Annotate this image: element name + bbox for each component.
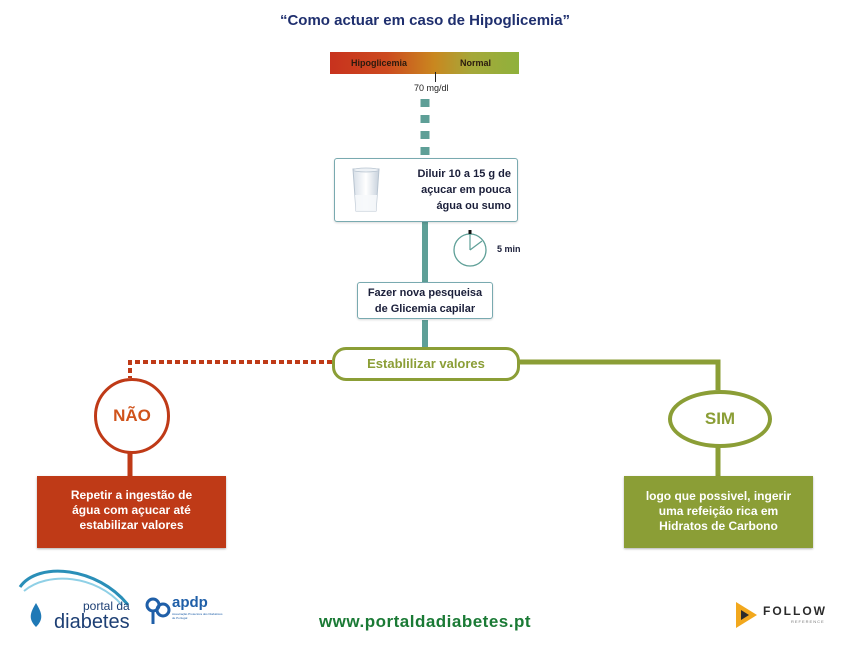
portal-da-diabetes-logo: portal da diabetes [18,565,143,635]
yes-result-box: logo que possivel, ingerir uma refeição … [624,476,813,548]
yes-circle: SIM [668,390,772,448]
scale-threshold-tick [435,72,436,82]
apdp-logo-text: apdp [172,594,208,611]
portal-logo-line-1: portal da [83,599,130,613]
glass-of-water-icon [352,167,380,212]
no-circle: NÃO [94,378,170,454]
step-dilute-line-1: Diluir 10 a 15 g de [417,168,511,180]
website-url[interactable]: www.portaldadiabetes.pt [318,612,532,631]
follow-logo: FOLLOW REFERENCE [733,600,833,632]
decision-stabilize-values: Establilizar valores [332,347,520,381]
glycemia-scale-bar: Hipoglicemia Normal [330,52,519,74]
apdp-logo: apdp Associação Protectora dos Diabético… [145,592,225,632]
no-result-line-2: água com açucar até [72,503,191,517]
diagram-title: “Como actuar em caso de Hipoglicemia” [279,12,571,29]
scale-threshold-label: 70 mg/dl [414,83,449,93]
apdp-mark-icon [145,597,171,624]
step-measure-line-2: de Glicemia capilar [374,303,476,315]
connector-decision-to-yes [518,359,721,390]
scale-label-normal: Normal [460,58,492,68]
portal-logo-line-2: diabetes [54,611,130,633]
yes-result-line-2: uma refeição rica em [658,504,779,518]
step-measure-glycemia-box: Fazer nova pesqueisa de Glicemia capilar [357,282,493,319]
yes-result-line-1: logo que possivel, ingerir [645,489,792,503]
no-result-line-3: estabilizar valores [79,518,184,532]
follow-play-icon [736,602,757,628]
timer-label: 5 min [497,244,521,254]
stopwatch-icon [453,230,487,267]
step-measure-line-1: Fazer nova pesqueisa [367,287,483,299]
step-dilute-sugar-text: Diluir 10 a 15 g de açucar em pouca água… [391,166,511,214]
portal-swoosh-icon [18,569,130,627]
step-dilute-sugar-box: Diluir 10 a 15 g de açucar em pouca água… [334,158,518,222]
yes-result-line-3: Hidratos de Carbono [659,519,778,533]
follow-logo-text: FOLLOW [763,604,827,618]
scale-label-hypoglycemia: Hipoglicemia [351,58,408,68]
follow-logo-small-text: REFERENCE [791,619,825,624]
step-dilute-line-3: água ou sumo [436,200,511,212]
step-dilute-line-2: açucar em pouca [421,184,511,196]
apdp-logo-small-text: Associação Protectora dos Diabéticos de … [172,612,223,620]
no-result-box: Repetir a ingestão de água com açucar at… [37,476,226,548]
no-result-line-1: Repetir a ingestão de [70,488,193,502]
connector-decision-to-no [128,360,332,378]
